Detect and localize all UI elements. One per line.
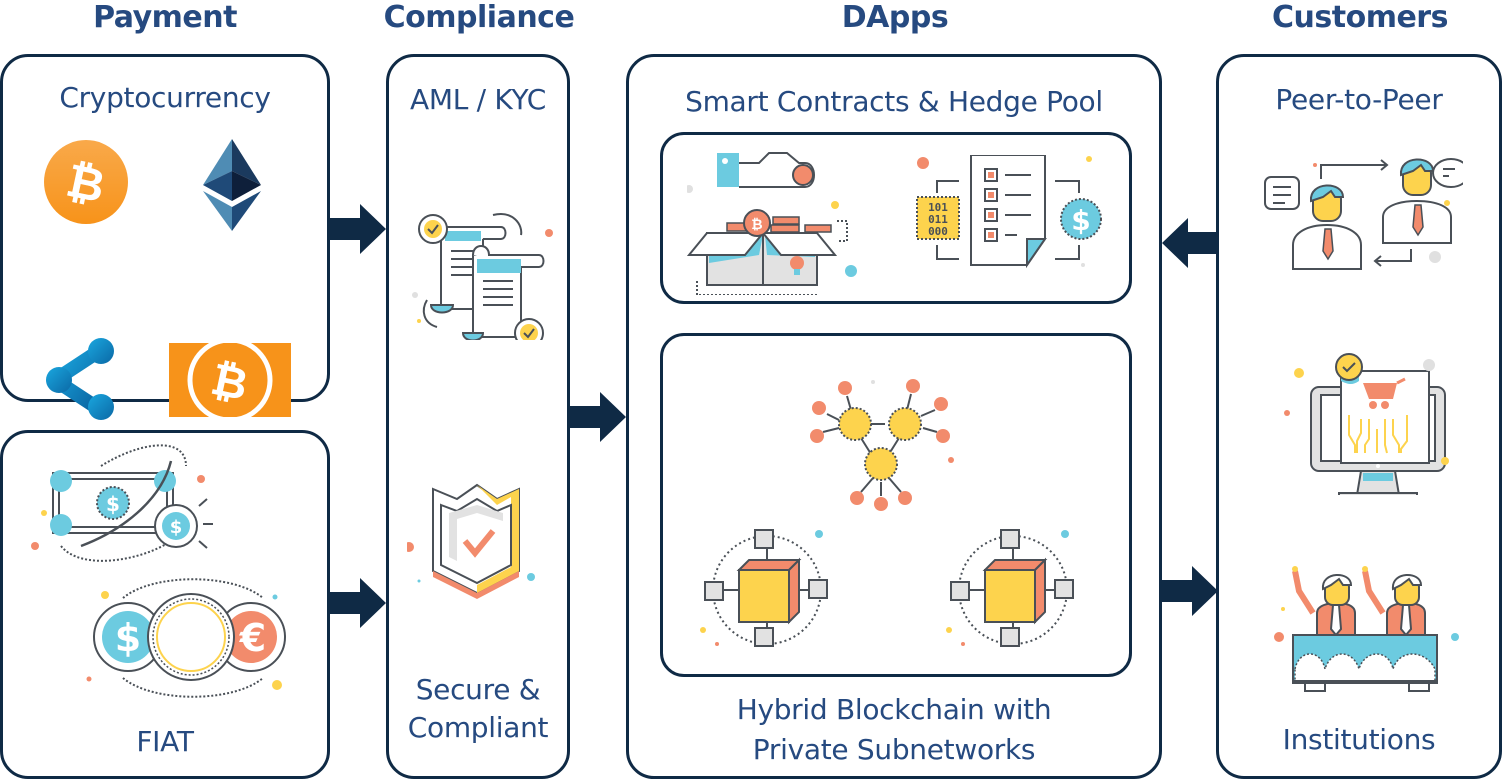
hybrid-blockchain-panel <box>660 333 1132 677</box>
header-customers: Customers <box>1272 0 1448 35</box>
dollar-symbol-coin: $ <box>170 517 183 538</box>
svg-text:₿: ₿ <box>751 217 762 233</box>
arrow-crypto-to-compliance <box>328 204 386 254</box>
hedge-pool-box-icon: ₿ <box>687 152 857 295</box>
header-dapps: DApps <box>841 0 949 35</box>
private-subnetwork-icon-right <box>946 529 1074 647</box>
cryptocurrency-box: Cryptocurrency ₿ ₿ <box>0 54 330 420</box>
network-nodes-icon <box>810 379 954 511</box>
currency-exchange-icon: $ € <box>86 578 286 698</box>
institutions-icon <box>1274 566 1459 692</box>
ethereum-icon <box>203 139 261 231</box>
hybrid-blockchain-label-line2: Private Subnetworks <box>752 733 1036 766</box>
euro-coin-symbol: € <box>239 616 266 660</box>
cryptocurrency-label: Cryptocurrency <box>59 81 271 114</box>
dollar-symbol: $ <box>106 492 120 516</box>
smart-contracts-label: Smart Contracts & Hedge Pool <box>685 85 1103 118</box>
fiat-box: $ $ $ € FIAT <box>0 430 330 779</box>
dollar-symbol-contract: $ <box>1071 204 1090 237</box>
binary-row-3: 000 <box>928 225 948 238</box>
customers-box: Peer-to-Peer <box>1216 54 1502 779</box>
bitcoin-cash-icon: ₿ <box>169 343 291 417</box>
peer-to-peer-label: Peer-to-Peer <box>1275 83 1443 116</box>
aml-kyc-label: AML / KYC <box>410 83 546 116</box>
online-shopping-icon <box>1284 353 1449 495</box>
compliance-box: AML / KYC <box>386 54 570 779</box>
ripple-icon <box>46 338 114 420</box>
arrow-peer-to-dapps <box>1162 218 1220 268</box>
private-subnetwork-icon-left <box>700 529 828 647</box>
bitcoin-icon: ₿ <box>44 140 128 224</box>
dollar-coin-symbol: $ <box>115 616 141 660</box>
smart-contract-document-icon: 101 011 000 $ <box>916 155 1102 269</box>
arrow-compliance-to-dapps <box>568 392 626 442</box>
hybrid-blockchain-label-line1: Hybrid Blockchain with <box>736 693 1052 726</box>
kyc-documents-icon <box>412 213 553 340</box>
header-compliance: Compliance <box>383 0 575 35</box>
header-payment: Payment <box>93 0 237 35</box>
smart-contracts-panel: ₿ 101 011 000 <box>660 132 1132 304</box>
security-shield-icon <box>407 483 535 599</box>
secure-label-line1: Secure & <box>415 673 541 706</box>
fiat-label: FIAT <box>136 725 194 758</box>
binary-row-2: 011 <box>928 213 948 226</box>
dapps-box: Smart Contracts & Hedge Pool ₿ <box>626 54 1162 779</box>
institutions-label: Institutions <box>1282 723 1436 756</box>
secure-label-line2: Compliant <box>407 711 549 744</box>
binary-row-1: 101 <box>928 201 948 214</box>
arrow-fiat-to-compliance <box>328 578 386 628</box>
arrow-dapps-to-institutions <box>1160 566 1218 616</box>
banknote-icon: $ $ <box>31 444 213 562</box>
peer-to-peer-icon <box>1264 158 1463 270</box>
